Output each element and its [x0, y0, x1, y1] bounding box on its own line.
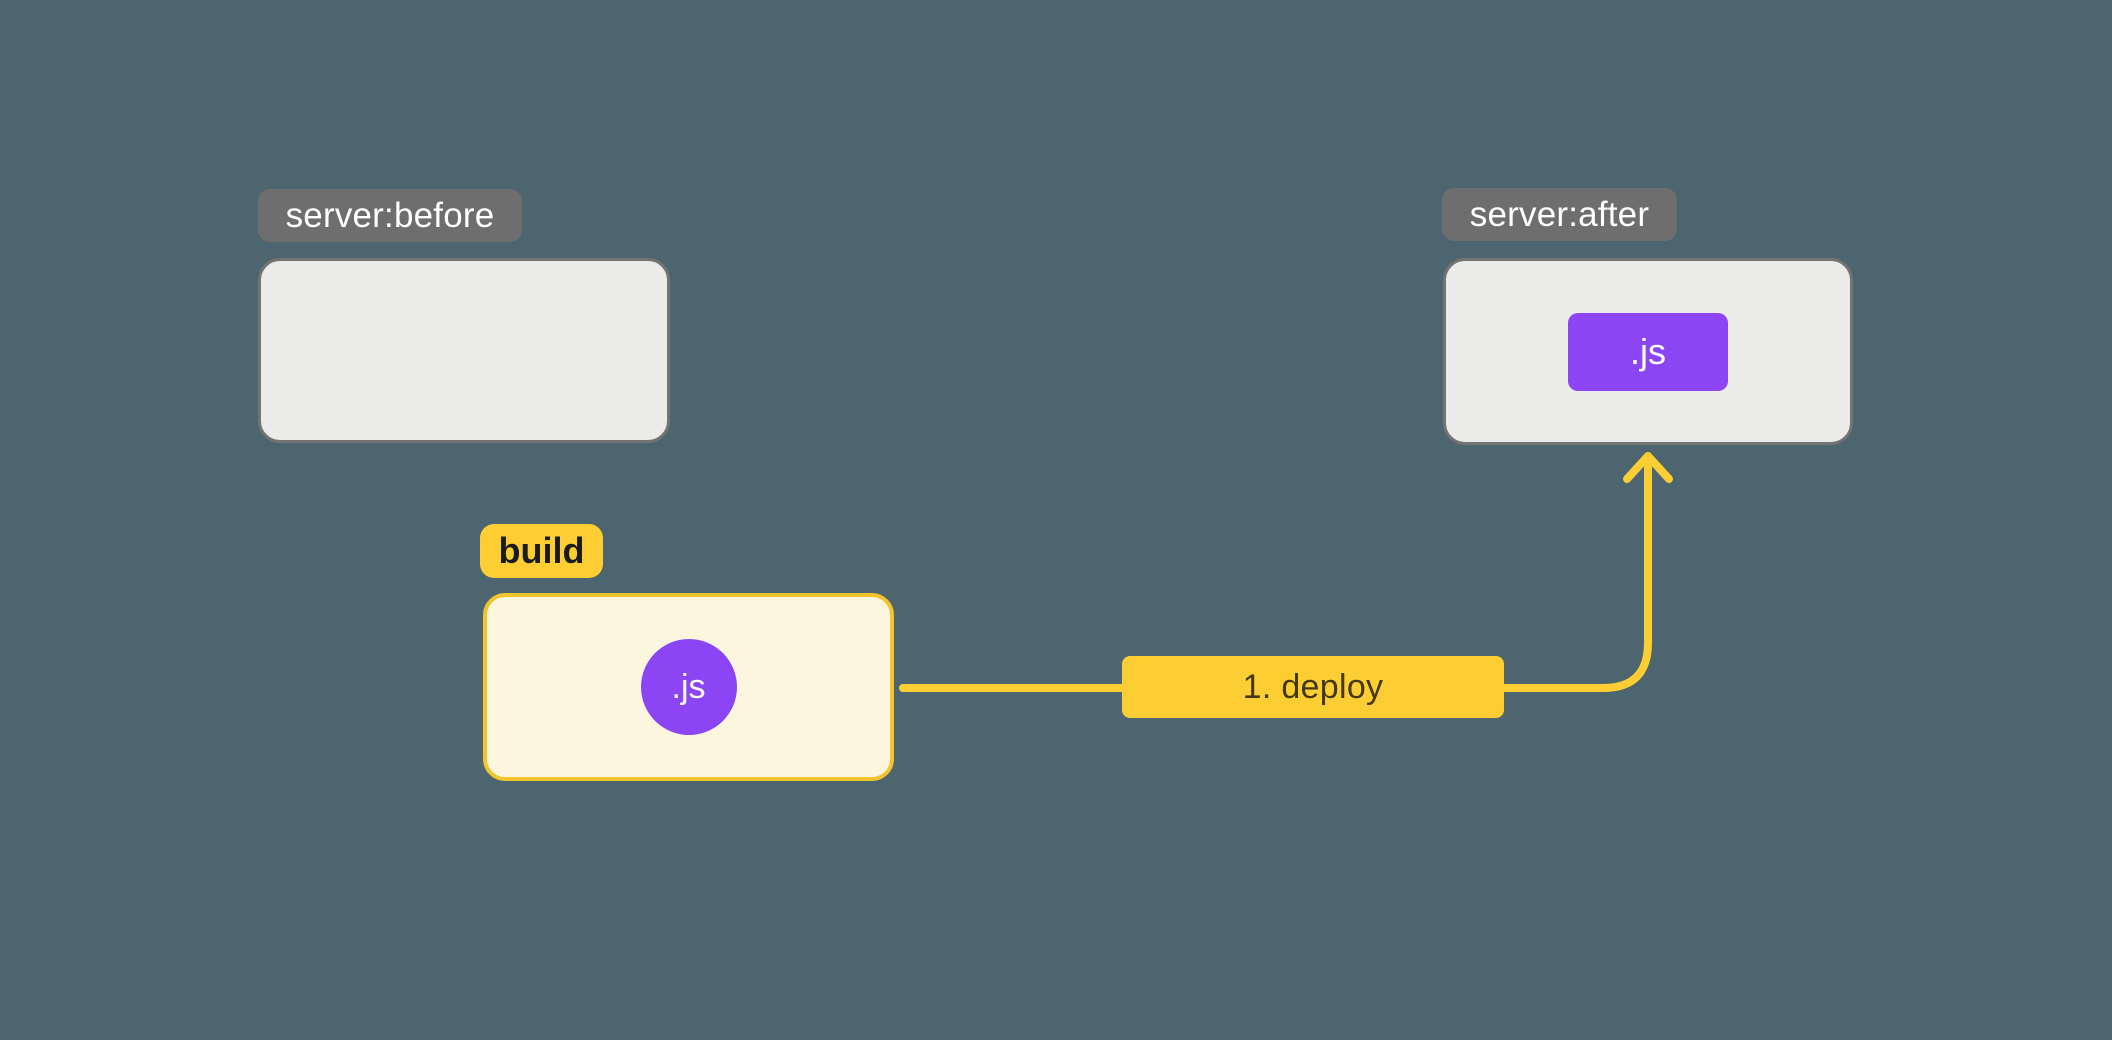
build-badge-label: build	[498, 530, 585, 571]
server-before-badge-label: server:before	[285, 196, 495, 235]
build-badge: build	[480, 524, 603, 578]
js-file-node-after-label: .js	[1630, 330, 1666, 372]
server-before-box	[258, 258, 670, 443]
js-file-node-build: .js	[640, 639, 737, 735]
server-after-badge-label: server:after	[1469, 195, 1650, 234]
deploy-edge-label-text: 1. deploy	[1242, 667, 1384, 706]
deploy-connector-path	[899, 454, 1652, 692]
build-box: .js	[483, 593, 894, 781]
js-file-node-build-label: .js	[671, 667, 706, 706]
server-before-badge: server:before	[258, 189, 522, 242]
deploy-edge-label: 1. deploy	[1122, 656, 1504, 718]
server-after-box: .js	[1443, 258, 1853, 445]
deploy-arrowhead-icon	[1623, 452, 1673, 483]
js-file-node-after: .js	[1568, 312, 1728, 391]
server-after-badge: server:after	[1442, 188, 1677, 241]
